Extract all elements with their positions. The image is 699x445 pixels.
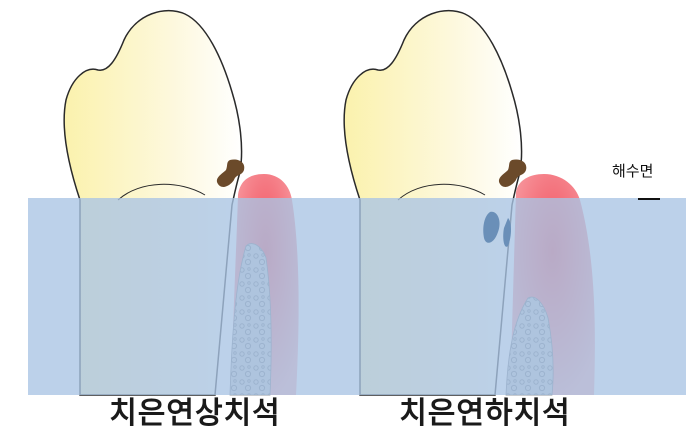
water-surface-label: 해수면 [612,160,653,181]
water-surface-indicator [638,198,660,200]
right-caption: 치은연하치석 [350,392,620,436]
water-layer [28,198,686,395]
left-caption: 치은연상치석 [60,392,330,436]
